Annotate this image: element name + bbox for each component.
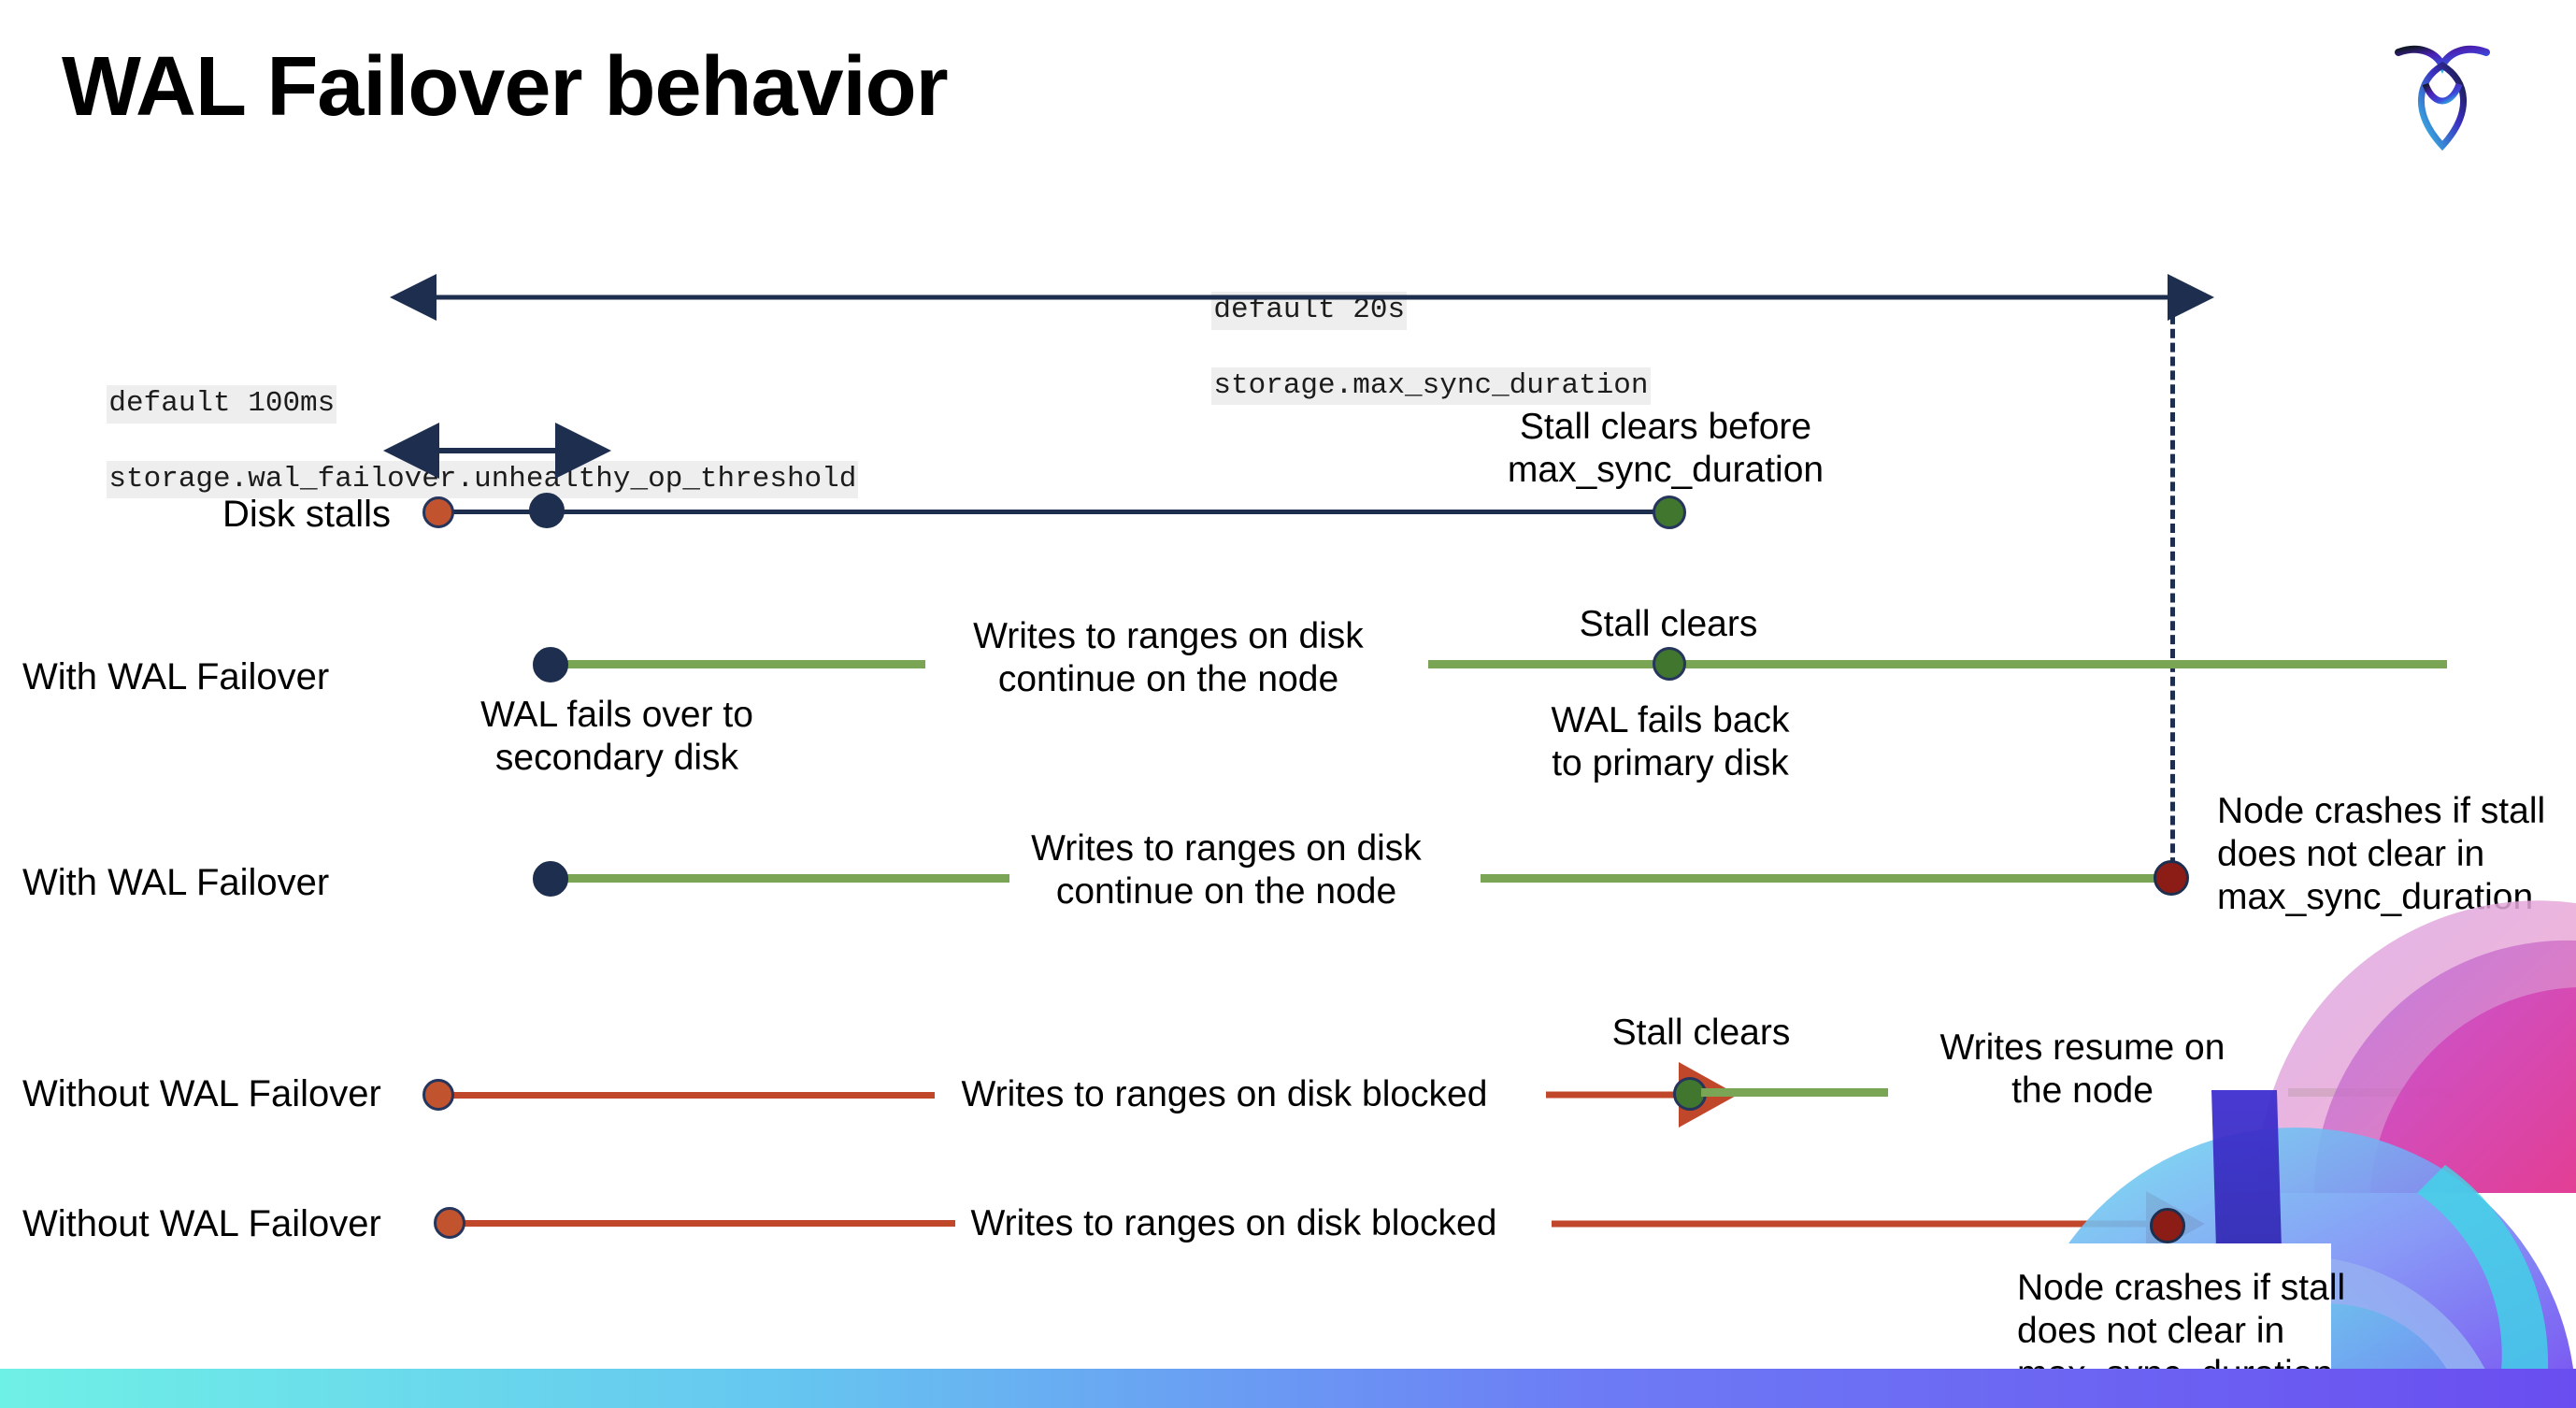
stall-start-dot-row5 bbox=[434, 1207, 465, 1239]
failover-start-dot-row2 bbox=[533, 647, 568, 682]
setting-name: storage.max_sync_duration bbox=[1211, 366, 1651, 406]
blocked-timeline-row4 bbox=[449, 1092, 935, 1099]
row-label-disk-stalls: Disk stalls bbox=[222, 494, 392, 535]
stall-clear-dot-row1 bbox=[1653, 496, 1686, 529]
note-writes-continue-row2: Writes to ranges on disk continue on the… bbox=[973, 616, 1364, 700]
failover-start-dot-row3 bbox=[533, 861, 568, 897]
note-writes-resume-row4: Writes resume on the node bbox=[1939, 1027, 2225, 1112]
note-writes-blocked-row5: Writes to ranges on disk blocked bbox=[970, 1203, 1497, 1243]
stall-start-dot-row4 bbox=[422, 1079, 454, 1111]
row-label-without-wal-failover-1: Without WAL Failover bbox=[22, 1073, 381, 1114]
setting-default-value: default 20s bbox=[1211, 292, 1408, 330]
blocked-timeline-row5 bbox=[460, 1220, 955, 1227]
setting-name: storage.wal_failover.unhealthy_op_thresh… bbox=[107, 460, 859, 499]
row-label-without-wal-failover-2: Without WAL Failover bbox=[22, 1203, 381, 1244]
bottom-gradient-bar bbox=[0, 1369, 2576, 1408]
cockroachdb-logo-icon bbox=[2382, 26, 2503, 157]
failover-timeline-seg1-row2 bbox=[542, 660, 925, 668]
node-crash-dot-row5 bbox=[2150, 1208, 2185, 1243]
row-label-with-wal-failover-1: With WAL Failover bbox=[22, 656, 330, 697]
failover-timeline-seg2-row2 bbox=[1428, 660, 2447, 668]
note-wal-fails-over-row2: WAL fails over to secondary disk bbox=[480, 695, 753, 779]
disk-stall-timeline bbox=[437, 510, 1673, 514]
failover-timeline-seg2-row3 bbox=[1481, 874, 2172, 883]
failover-timeline-seg1-row3 bbox=[542, 874, 1009, 883]
note-stall-clears-before-row1: Stall clears before max_sync_duration bbox=[1507, 407, 1825, 491]
setting-unhealthy-op-threshold: default 100ms storage.wal_failover.unhea… bbox=[37, 348, 859, 536]
note-writes-continue-row3: Writes to ranges on disk continue on the… bbox=[1031, 828, 1422, 912]
setting-default-value: default 100ms bbox=[107, 385, 337, 424]
max-sync-duration-deadline-dashline bbox=[2170, 301, 2175, 881]
page-title: WAL Failover behavior bbox=[62, 40, 949, 134]
note-wal-fails-back-row2: WAL fails back to primary disk bbox=[1551, 700, 1790, 784]
row-label-with-wal-failover-2: With WAL Failover bbox=[22, 862, 330, 903]
note-stall-clears-row4: Stall clears bbox=[1611, 1013, 1791, 1053]
stall-clear-dot-row2 bbox=[1653, 647, 1686, 681]
stall-start-dot-row1 bbox=[422, 496, 454, 528]
note-stall-clears-row2: Stall clears bbox=[1579, 604, 1758, 644]
note-writes-blocked-row4: Writes to ranges on disk blocked bbox=[961, 1074, 1488, 1114]
failover-trigger-dot-row1 bbox=[529, 493, 565, 528]
node-crash-dot-row3 bbox=[2154, 860, 2189, 896]
writes-resume-seg1-row4 bbox=[1701, 1088, 1888, 1097]
